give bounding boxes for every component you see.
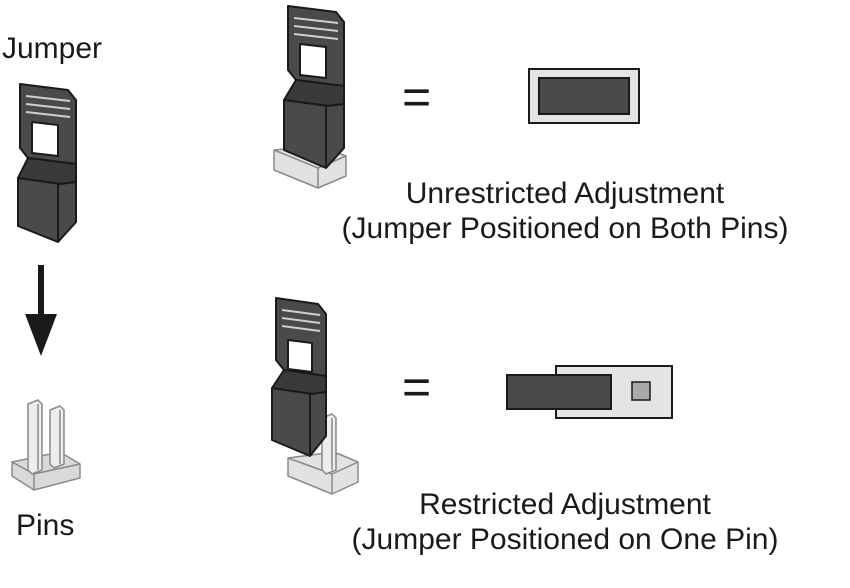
unrestricted-subtitle: (Jumper Positioned on Both Pins) [341, 212, 789, 245]
jumper-icon [17, 83, 77, 243]
restricted-title: Restricted Adjustment [419, 488, 711, 521]
unrestricted-title: Unrestricted Adjustment [405, 177, 725, 210]
open-jumper-symbol-icon [506, 365, 673, 419]
jumper-label: Jumper [2, 32, 103, 65]
equals-sign-bottom: = [402, 359, 432, 415]
closed-jumper-symbol-icon [528, 68, 640, 124]
unrestricted-caption: Unrestricted Adjustment (Jumper Position… [280, 176, 850, 246]
jumper-on-one-pin-icon [271, 297, 359, 495]
down-arrow-icon [25, 265, 57, 356]
pins-icon [11, 399, 81, 491]
pins-label: Pins [16, 509, 75, 542]
restricted-subtitle: (Jumper Positioned on One Pin) [351, 523, 779, 556]
jumper-on-both-pins-icon [273, 5, 347, 189]
equals-sign-top: = [402, 69, 432, 125]
restricted-caption: Restricted Adjustment (Jumper Positioned… [280, 487, 850, 557]
